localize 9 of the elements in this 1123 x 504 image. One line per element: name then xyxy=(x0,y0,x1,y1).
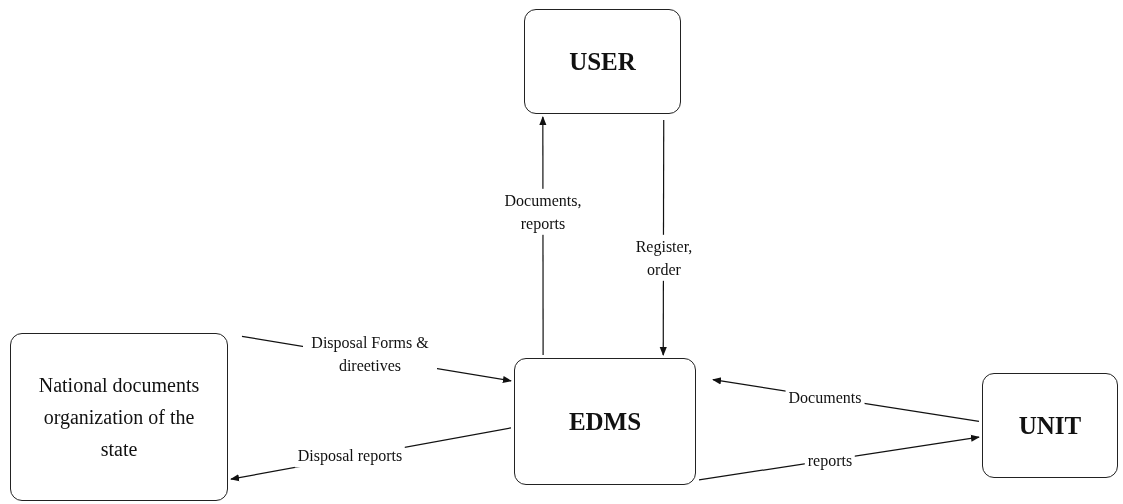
node-label: USER xyxy=(569,46,636,77)
process-box xyxy=(524,9,681,114)
process-box xyxy=(10,333,228,501)
edge-label: Disposal reports xyxy=(294,444,406,468)
node-label: UNIT xyxy=(1018,410,1082,441)
node-label: National documents organization of the state xyxy=(37,373,201,462)
node-label: EDMS xyxy=(568,406,642,437)
process-box xyxy=(514,358,696,485)
process-box xyxy=(982,373,1118,478)
